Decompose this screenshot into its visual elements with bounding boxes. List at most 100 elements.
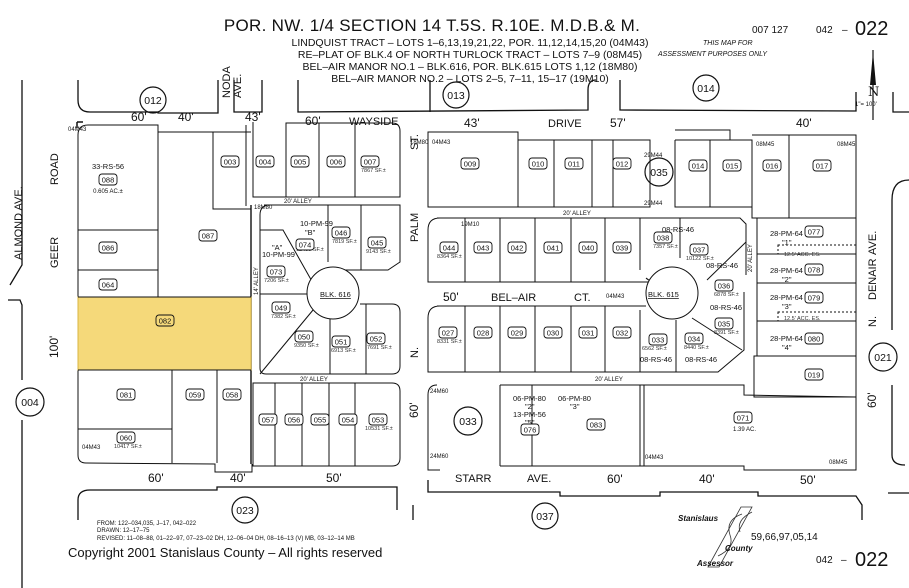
parcel-019[interactable]: 019	[804, 368, 824, 381]
parcel-010[interactable]: 010	[528, 157, 548, 170]
pm80-3: 06-PM-80	[558, 394, 591, 403]
ref-04m43-b: 04M43	[432, 140, 451, 146]
parcel-036[interactable]: 036	[714, 279, 734, 292]
parcel-number: 083	[590, 421, 603, 430]
parcel-073[interactable]: 073	[266, 265, 286, 278]
parcel-046[interactable]: 046	[331, 226, 351, 239]
parcel-003[interactable]: 003	[220, 155, 240, 168]
parcel-060[interactable]: 060	[116, 431, 136, 444]
highlighted-parcel-082[interactable]	[77, 296, 252, 371]
parcel-074[interactable]: 074	[295, 238, 315, 251]
map-page-014[interactable]: 014	[692, 74, 720, 102]
parcel-004[interactable]: 004	[255, 155, 275, 168]
pm80-2: 06-PM-80	[513, 394, 546, 403]
ref-29m44-a: 29M44	[644, 153, 663, 159]
parcel-015[interactable]: 015	[722, 159, 742, 172]
parcel-083[interactable]: 083	[586, 418, 606, 431]
map-page-013[interactable]: 013	[442, 81, 470, 109]
parcel-076[interactable]: 076	[520, 423, 540, 436]
parcel-017[interactable]: 017	[812, 159, 832, 172]
parcel-007[interactable]: 007	[360, 155, 380, 168]
street-starr: STARR	[455, 473, 492, 485]
parcel-042[interactable]: 042	[507, 241, 527, 254]
parcel-058[interactable]: 058	[222, 388, 242, 401]
pm64-4: 28-PM-64	[770, 334, 803, 343]
parcel-016[interactable]: 016	[762, 159, 782, 172]
map-page-012[interactable]: 012	[139, 86, 167, 114]
parcel-number: 027	[442, 329, 455, 338]
parcel-053[interactable]: 053	[368, 413, 388, 426]
footer-dash: –	[841, 555, 847, 566]
parcel-079[interactable]: 079	[804, 291, 824, 304]
parcel-057[interactable]: 057	[258, 413, 278, 426]
parcel-055[interactable]: 055	[310, 413, 330, 426]
map-page-035[interactable]: 035	[644, 157, 674, 187]
parcel-052[interactable]: 052	[366, 332, 386, 345]
parcel-054[interactable]: 054	[338, 413, 358, 426]
parcel-006[interactable]: 006	[326, 155, 346, 168]
parcel-number: 049	[275, 304, 288, 313]
map-page-023[interactable]: 023	[231, 496, 259, 524]
parcel-number: 037	[693, 246, 706, 255]
parcel-051[interactable]: 051	[331, 335, 351, 348]
parcel-005[interactable]: 005	[290, 155, 310, 168]
parcel-number: 046	[335, 229, 348, 238]
parcel-031[interactable]: 031	[578, 326, 598, 339]
parcel-number: 004	[259, 158, 272, 167]
ref-24m60-b: 24M60	[430, 454, 449, 460]
sf-034: 8440 SF.±	[684, 345, 709, 351]
parcel-033[interactable]: 033	[648, 333, 668, 346]
pm64-lot1: "1"	[782, 238, 792, 247]
parcel-032[interactable]: 032	[612, 326, 632, 339]
parcel-number: 052	[370, 335, 383, 344]
ref-19m10-a: 19M10	[461, 222, 480, 228]
parcel-number: 035	[718, 320, 731, 329]
street-drive: DRIVE	[548, 118, 582, 130]
parcel-037[interactable]: 037	[689, 243, 709, 256]
parcel-064[interactable]: 064	[98, 278, 118, 291]
parcel-number: 015	[726, 162, 739, 171]
parcel-044[interactable]: 044	[439, 241, 459, 254]
map-page-021[interactable]: 021	[868, 342, 898, 372]
parcel-078[interactable]: 078	[804, 263, 824, 276]
parcel-041[interactable]: 041	[543, 241, 563, 254]
parcel-086[interactable]: 086	[98, 241, 118, 254]
map-page-037[interactable]: 037	[531, 502, 559, 530]
parcel-077[interactable]: 077	[804, 225, 824, 238]
parcel-number: 040	[582, 244, 595, 253]
parcel-080[interactable]: 080	[804, 332, 824, 345]
parcel-081[interactable]: 081	[116, 388, 136, 401]
parcel-071[interactable]: 071	[733, 411, 753, 424]
parcel-087[interactable]: 087	[198, 229, 218, 242]
parcel-059[interactable]: 059	[185, 388, 205, 401]
parcel-056[interactable]: 056	[284, 413, 304, 426]
parcel-034[interactable]: 034	[684, 332, 704, 345]
parcel-030[interactable]: 030	[543, 326, 563, 339]
ref-04m43-d: 04M43	[82, 445, 101, 451]
subtitle-2: RE–PLAT OF BLK.4 OF NORTH TURLOCK TRACT …	[298, 49, 642, 61]
parcel-number: 009	[464, 160, 477, 169]
sf-060: 10417 SF.±	[114, 444, 142, 450]
map-page-004[interactable]: 004	[15, 387, 45, 417]
parcel-040[interactable]: 040	[578, 241, 598, 254]
pm64-2: 28-PM-64	[770, 266, 803, 275]
parcel-039[interactable]: 039	[612, 241, 632, 254]
parcel-number: 060	[120, 434, 133, 443]
parcel-035[interactable]: 035	[714, 317, 734, 330]
parcel-027[interactable]: 027	[438, 326, 458, 339]
parcel-049[interactable]: 049	[271, 301, 291, 314]
parcel-012[interactable]: 012	[612, 157, 632, 170]
parcel-009[interactable]: 009	[460, 157, 480, 170]
parcel-038[interactable]: 038	[653, 231, 673, 244]
parcel-088[interactable]: 088	[98, 173, 118, 186]
parcel-011[interactable]: 011	[564, 157, 584, 170]
map-page-033[interactable]: 033	[453, 406, 483, 436]
parcel-082[interactable]: 082	[155, 314, 175, 327]
parcel-050[interactable]: 050	[294, 330, 314, 343]
parcel-029[interactable]: 029	[507, 326, 527, 339]
parcel-045[interactable]: 045	[367, 236, 387, 249]
parcel-014[interactable]: 014	[688, 159, 708, 172]
parcel-043[interactable]: 043	[473, 241, 493, 254]
parcel-028[interactable]: 028	[473, 326, 493, 339]
parcel-number: 042	[511, 244, 524, 253]
